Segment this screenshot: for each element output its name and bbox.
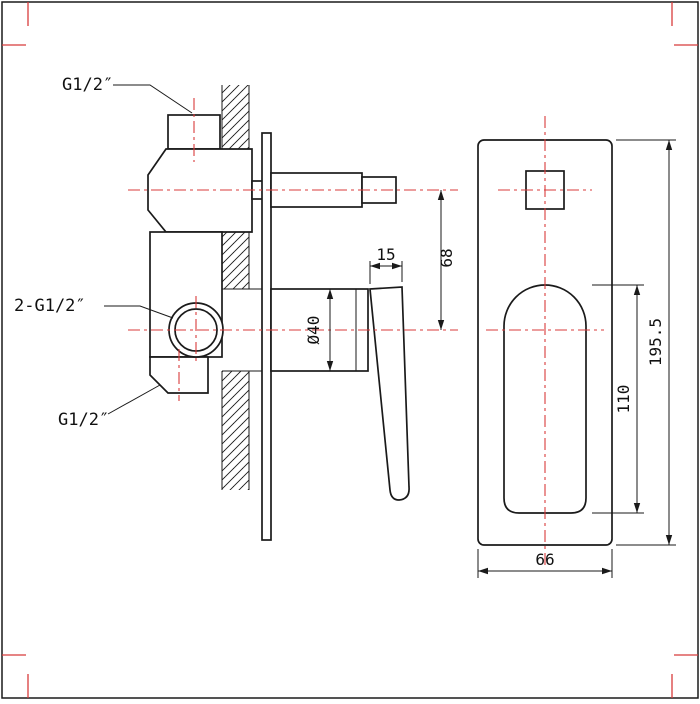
side-view [147, 85, 410, 541]
port-labels: G1/2″ 2-G1/2″ G1/2″ [14, 75, 193, 430]
leader-inlet-bottom [107, 384, 161, 415]
handle-lever-side [369, 286, 410, 501]
dimension-lever-width: 15 [376, 245, 395, 264]
dimension-handle-length: 110 [614, 385, 633, 414]
wall-hatch-middle [222, 232, 249, 289]
leader-inlet-top [113, 84, 193, 114]
front-dimensions: 110 195.5 66 [477, 139, 676, 578]
wall-hatch-lower [222, 371, 249, 490]
escutcheon-plate-side [261, 132, 272, 541]
label-outlets-pair: 2-G1/2″ [14, 296, 86, 316]
dimension-cartridge-diameter: Ø40 [304, 316, 323, 345]
dimension-spout-offset: 68 [437, 248, 456, 267]
dimension-plate-width: 66 [535, 550, 554, 569]
side-dimensions: 15 Ø40 68 [304, 190, 456, 371]
leader-outlets-pair [104, 305, 174, 319]
label-inlet-top: G1/2″ [62, 75, 113, 95]
label-inlet-bottom: G1/2″ [58, 410, 109, 430]
centerlines [128, 98, 604, 568]
wall-hatch [221, 85, 250, 490]
dimension-plate-height: 195.5 [646, 318, 665, 366]
wall-hatch-upper [222, 85, 249, 149]
